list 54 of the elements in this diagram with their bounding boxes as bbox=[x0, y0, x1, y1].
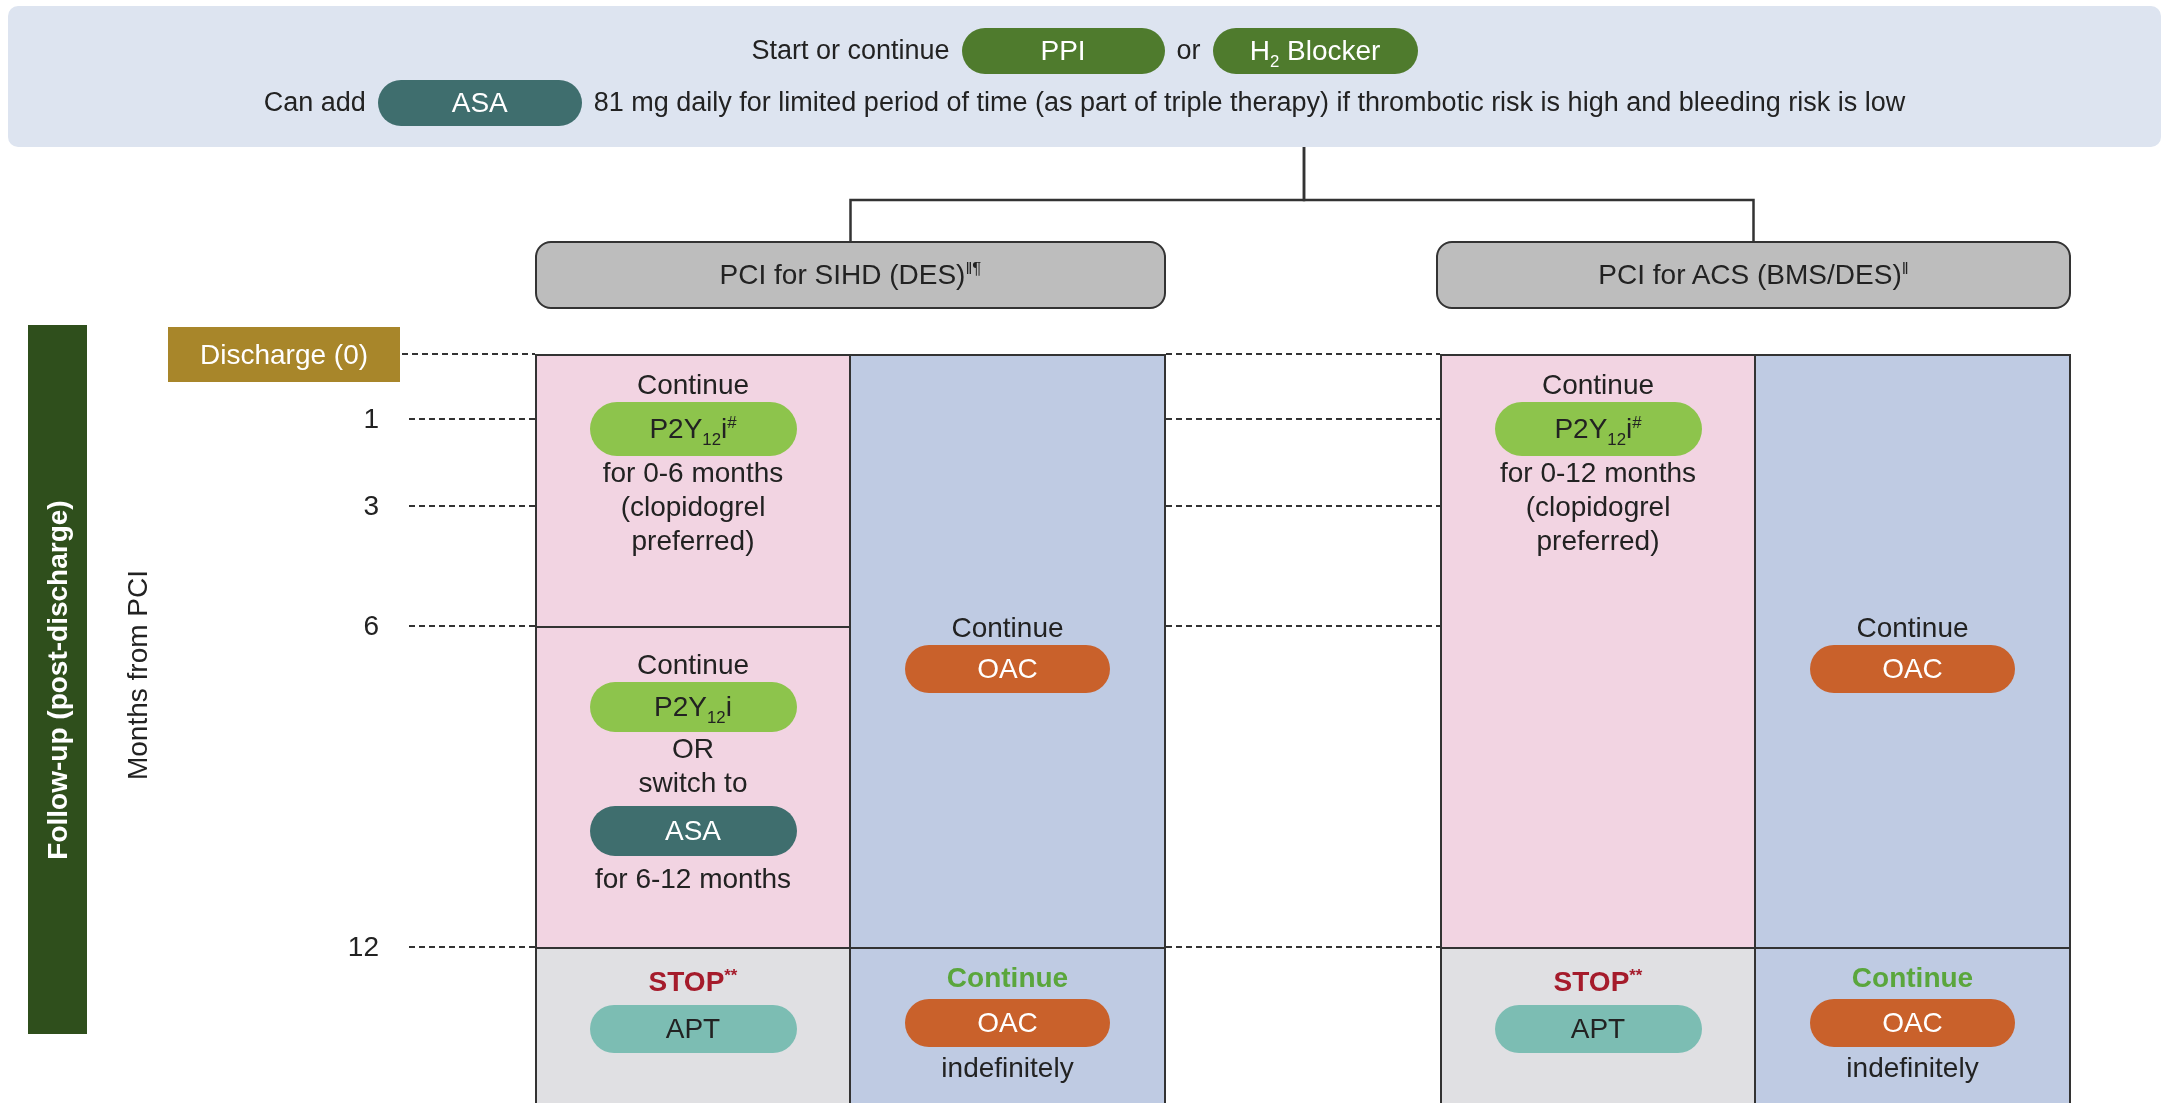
banner-text: Can add bbox=[263, 87, 366, 118]
tick-label: 6 bbox=[363, 609, 379, 643]
cell-text: for 0-12 months (clopidogrel preferred) bbox=[1498, 456, 1698, 558]
connector-line bbox=[1302, 147, 1755, 241]
cell-text: switch to bbox=[637, 766, 749, 800]
drug-pill: PPI bbox=[961, 27, 1165, 74]
cell-text: for 6-12 months bbox=[593, 862, 793, 896]
cell-text: Continue bbox=[635, 368, 751, 402]
drug-pill: OAC bbox=[1810, 999, 2015, 1047]
drug-pill: ASA bbox=[589, 806, 797, 856]
timeline-cell bbox=[1754, 947, 2071, 1103]
drug-pill: P2Y$_{12}$i$^{#}$ bbox=[589, 402, 797, 456]
cell-text: indefinitely bbox=[940, 1051, 1075, 1085]
drug-pill: OAC bbox=[905, 644, 1110, 693]
timeline-cell bbox=[849, 354, 1166, 949]
cell-text: OR bbox=[671, 732, 715, 766]
axis-label: Months from PCI bbox=[122, 569, 154, 781]
bar-label: Follow-up (post-discharge) bbox=[41, 499, 74, 860]
banner-text: Start or continue bbox=[751, 35, 950, 66]
discharge-box: Discharge (0) bbox=[168, 327, 400, 382]
cell-text: indefinitely bbox=[1845, 1051, 1980, 1085]
tick-label: 1 bbox=[363, 402, 379, 436]
drug-pill: APT bbox=[1494, 1005, 1702, 1053]
drug-pill: H$_{2}$ Blocker bbox=[1212, 27, 1418, 74]
drug-pill: ASA bbox=[377, 79, 582, 126]
banner-text: or bbox=[1176, 35, 1201, 66]
timeline-cell bbox=[535, 947, 851, 1103]
tick-label: 12 bbox=[347, 930, 379, 964]
timeline-cell bbox=[535, 626, 851, 949]
timeline-cell bbox=[1440, 354, 1756, 949]
drug-pill: OAC bbox=[1810, 644, 2015, 693]
tick-label: 3 bbox=[363, 489, 379, 523]
cell-text: STOP$^{**}$ bbox=[1552, 965, 1644, 999]
cell-text: STOP$^{**}$ bbox=[647, 965, 739, 999]
drug-pill: APT bbox=[589, 1005, 797, 1053]
cell-text: Continue bbox=[635, 648, 751, 682]
cell-text: Continue bbox=[945, 961, 1070, 995]
cell-text: Continue bbox=[1850, 961, 1975, 995]
procedure-box: PCI for SIHD (DES)$^{‖¶}$ bbox=[535, 241, 1166, 309]
drug-pill: OAC bbox=[905, 999, 1110, 1047]
banner bbox=[8, 6, 2161, 147]
timeline-bar bbox=[28, 325, 87, 1034]
procedure-box: PCI for ACS (BMS/DES)$^{‖}$ bbox=[1436, 241, 2071, 309]
drug-pill: P2Y$_{12}$i$^{#}$ bbox=[1494, 402, 1702, 456]
timeline-cell bbox=[1440, 947, 1756, 1103]
drug-pill: P2Y$_{12}$i bbox=[589, 682, 797, 732]
timeline-cell bbox=[535, 354, 851, 628]
cell-text: Continue bbox=[1855, 610, 1970, 645]
cell-text: Continue bbox=[950, 610, 1065, 645]
timeline-cell bbox=[1754, 354, 2071, 949]
timeline-cell bbox=[849, 947, 1166, 1103]
cell-text: for 0-6 months (clopidogrel preferred) bbox=[601, 456, 785, 558]
cell-text: Continue bbox=[1540, 368, 1656, 402]
banner-text: 81 mg daily for limited period of time (as part of triple therapy) if thrombotic risk is high and bleeding risk is low bbox=[593, 87, 1906, 118]
